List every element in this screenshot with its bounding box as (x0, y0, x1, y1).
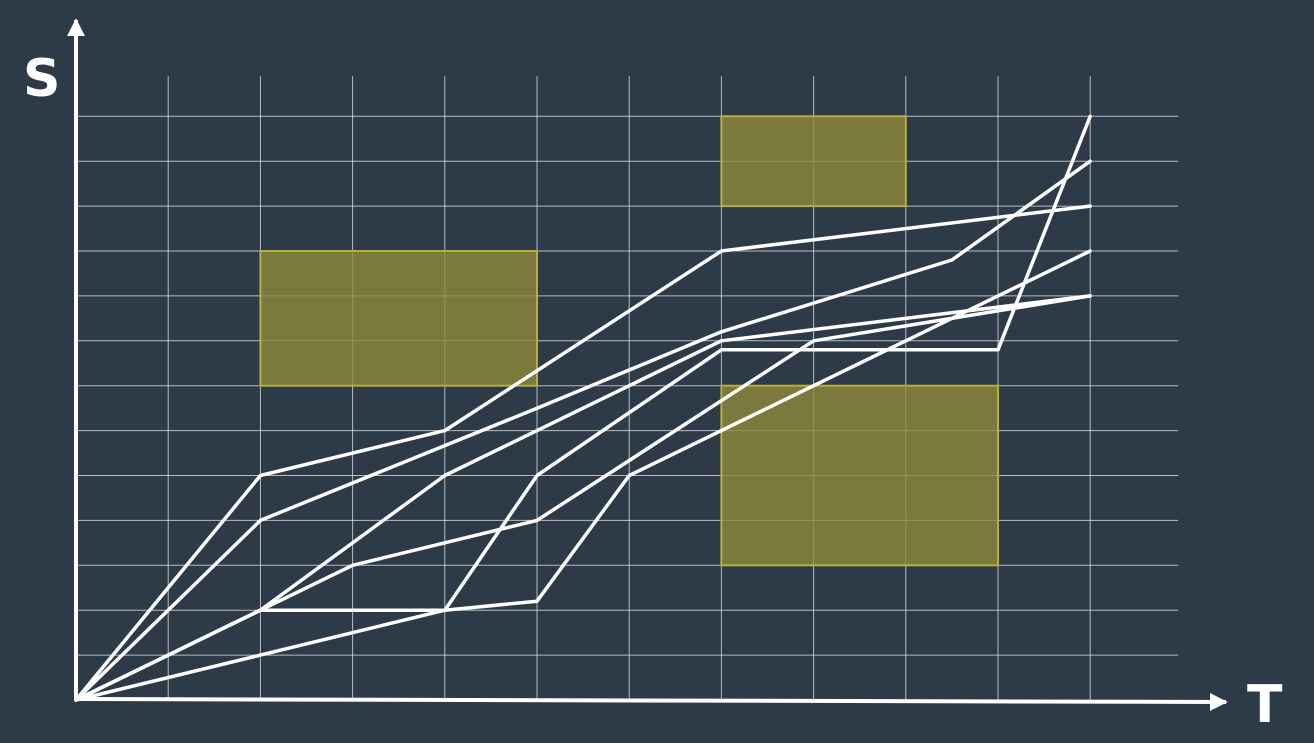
obstacle-region (720, 384, 1000, 567)
trajectory-line (74, 249, 1092, 702)
trajectory-line (74, 294, 1092, 702)
obstacle-region (259, 250, 538, 387)
trajectories (74, 114, 1092, 702)
obstacles (259, 115, 1000, 567)
s-axis-label: S (23, 49, 60, 109)
obstacle-region (720, 115, 907, 208)
axes: S T (23, 18, 1283, 735)
t-axis-label: T (1247, 675, 1283, 735)
t-axis (73, 692, 1228, 711)
trajectory-line (74, 204, 1092, 702)
trajectory-line (74, 159, 1092, 702)
